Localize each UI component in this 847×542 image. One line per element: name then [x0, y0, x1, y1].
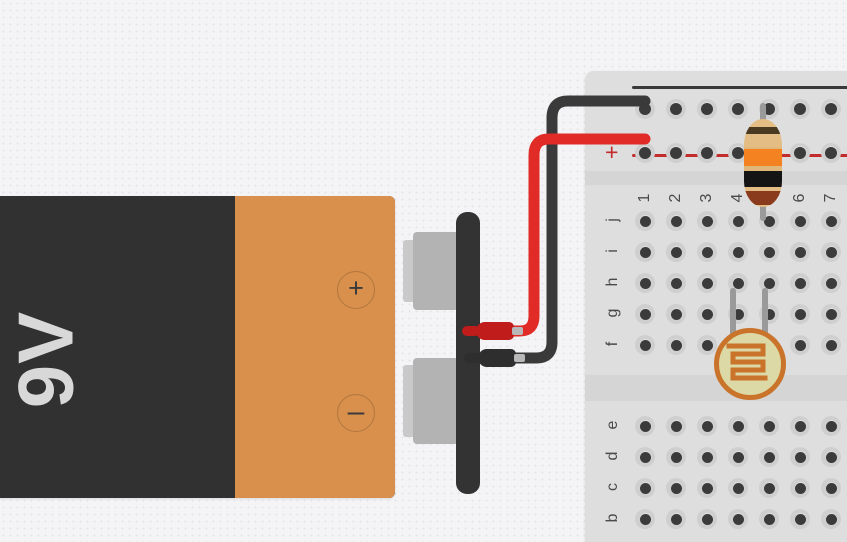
hole-b4[interactable]: [728, 509, 748, 529]
hole-j6[interactable]: [790, 211, 810, 231]
battery-9v[interactable]: 9V + –: [0, 196, 395, 498]
rail-hole[interactable]: [697, 143, 717, 163]
hole-e2[interactable]: [666, 416, 686, 436]
negative-wire[interactable]: [504, 95, 651, 364]
hole-f1[interactable]: [635, 335, 655, 355]
hole-b3[interactable]: [697, 509, 717, 529]
hole-f2[interactable]: [666, 335, 686, 355]
hole-f3[interactable]: [697, 335, 717, 355]
breadboard[interactable]: – + 12345678jihgfedcb: [585, 71, 847, 542]
battery-minus-marker: –: [337, 394, 375, 432]
hole-d3[interactable]: [697, 447, 717, 467]
battery-plus-glyph: +: [348, 273, 364, 303]
hole-g2[interactable]: [666, 304, 686, 324]
hole-e5[interactable]: [759, 416, 779, 436]
hole-i7[interactable]: [821, 242, 841, 262]
rail-hole[interactable]: [666, 143, 686, 163]
breadboard-center-channel: [585, 375, 847, 401]
photoresistor-lead-right: [762, 288, 768, 336]
resistor-band-4: [744, 191, 782, 205]
hole-j3[interactable]: [697, 211, 717, 231]
resistor-lead-top: [760, 103, 766, 133]
battery-terminal-negative[interactable]: [413, 358, 459, 444]
hole-d5[interactable]: [759, 447, 779, 467]
rail-hole[interactable]: [728, 143, 748, 163]
resistor-band-2: [744, 149, 782, 166]
hole-f6[interactable]: [790, 335, 810, 355]
hole-i3[interactable]: [697, 242, 717, 262]
hole-h3[interactable]: [697, 273, 717, 293]
photoresistor-serpentine-trace: [726, 343, 768, 381]
hole-b2[interactable]: [666, 509, 686, 529]
hole-d2[interactable]: [666, 447, 686, 467]
hole-b7[interactable]: [821, 509, 841, 529]
rail-hole[interactable]: [635, 143, 655, 163]
hole-d1[interactable]: [635, 447, 655, 467]
negative-rail-line: [632, 86, 847, 89]
hole-g1[interactable]: [635, 304, 655, 324]
battery-label-panel: [0, 196, 235, 498]
hole-b6[interactable]: [790, 509, 810, 529]
hole-e6[interactable]: [790, 416, 810, 436]
resistor-band-1: [744, 127, 782, 134]
hole-c6[interactable]: [790, 478, 810, 498]
photoresistor-lead-left: [730, 288, 736, 336]
hole-j1[interactable]: [635, 211, 655, 231]
photoresistor[interactable]: [714, 288, 786, 400]
battery-minus-glyph: –: [347, 394, 365, 428]
battery-wrapper-band: [235, 196, 395, 498]
hole-i4[interactable]: [728, 242, 748, 262]
hole-b5[interactable]: [759, 509, 779, 529]
hole-h2[interactable]: [666, 273, 686, 293]
rail-hole[interactable]: [666, 99, 686, 119]
positive-wire[interactable]: [505, 133, 651, 337]
hole-d6[interactable]: [790, 447, 810, 467]
hole-i5[interactable]: [759, 242, 779, 262]
battery-plus-marker: +: [337, 271, 375, 309]
resistor-band-3: [744, 171, 782, 187]
hole-i2[interactable]: [666, 242, 686, 262]
hole-g3[interactable]: [697, 304, 717, 324]
hole-d7[interactable]: [821, 447, 841, 467]
hole-e3[interactable]: [697, 416, 717, 436]
rail-hole[interactable]: [821, 99, 841, 119]
hole-c5[interactable]: [759, 478, 779, 498]
hole-c2[interactable]: [666, 478, 686, 498]
photoresistor-face: [714, 328, 786, 400]
rail-hole[interactable]: [728, 99, 748, 119]
positive-rail-marker: +: [605, 139, 619, 165]
hole-e7[interactable]: [821, 416, 841, 436]
hole-c1[interactable]: [635, 478, 655, 498]
battery-terminal-positive[interactable]: [413, 232, 459, 310]
rail-hole[interactable]: [790, 143, 810, 163]
hole-j7[interactable]: [821, 211, 841, 231]
hole-i6[interactable]: [790, 242, 810, 262]
hole-g6[interactable]: [790, 304, 810, 324]
hole-h7[interactable]: [821, 273, 841, 293]
hole-e1[interactable]: [635, 416, 655, 436]
hole-f7[interactable]: [821, 335, 841, 355]
hole-c3[interactable]: [697, 478, 717, 498]
hole-e4[interactable]: [728, 416, 748, 436]
hole-d4[interactable]: [728, 447, 748, 467]
hole-h6[interactable]: [790, 273, 810, 293]
hole-j4[interactable]: [728, 211, 748, 231]
resistor-body: [744, 119, 782, 207]
hole-i1[interactable]: [635, 242, 655, 262]
hole-c4[interactable]: [728, 478, 748, 498]
hole-c7[interactable]: [821, 478, 841, 498]
rail-hole[interactable]: [821, 143, 841, 163]
rail-hole[interactable]: [790, 99, 810, 119]
hole-h1[interactable]: [635, 273, 655, 293]
hole-b1[interactable]: [635, 509, 655, 529]
resistor[interactable]: [744, 103, 782, 221]
rail-hole[interactable]: [697, 99, 717, 119]
hole-g7[interactable]: [821, 304, 841, 324]
hole-j2[interactable]: [666, 211, 686, 231]
